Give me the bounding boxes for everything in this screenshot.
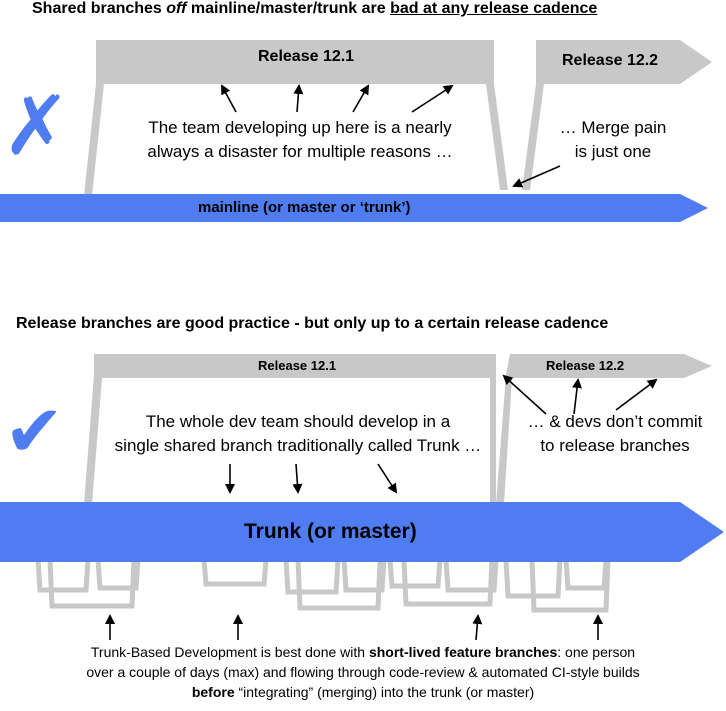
release-12-2-label-top: Release 12.2 <box>562 52 659 69</box>
top-callout-right-line-2: is just one <box>574 142 652 161</box>
top-callout-right-line-1: … Merge pain <box>559 118 667 137</box>
bottom-callout-right-line-1: … & devs don’t commit <box>527 412 703 431</box>
top-heading-underline: bad at any release cadence <box>390 0 598 17</box>
footer-line-2: over a couple of days (max) and flowing … <box>86 664 640 680</box>
top-heading-mid: mainline/master/trunk are <box>186 0 391 17</box>
footer-line-1-post: : one person <box>557 644 636 660</box>
top-heading: Shared branches off mainline/master/trun… <box>32 0 597 18</box>
release-12-2-branch-bottom <box>496 354 712 504</box>
bottom-callout-left-line-2: single shared branch traditionally calle… <box>114 436 482 455</box>
footer-line-1: Trunk-Based Development is best done wit… <box>0 642 726 662</box>
bottom-heading: Release branches are good practice - but… <box>16 315 609 332</box>
footer-line-3-post: “integrating” (merging) into the trunk (… <box>234 684 535 700</box>
top-callout-left-line-1: The team developing up here is a nearly <box>148 118 452 137</box>
footer-line-1-pre: Trunk-Based Development is best done wit… <box>90 644 369 660</box>
mainline-bar <box>0 194 708 222</box>
release-12-1-label-bottom: Release 12.1 <box>258 358 337 373</box>
bottom-callout-right-line-2: to release branches <box>540 436 690 455</box>
bottom-callout-left: The whole dev team should develop in a s… <box>92 410 504 458</box>
feature-branches <box>35 559 611 613</box>
trunk-label: Trunk (or master) <box>244 520 417 543</box>
cross-mark-icon: ✗ <box>2 81 71 172</box>
footer-line-3: before “integrating” (merging) into the … <box>0 682 726 702</box>
trunk-bar <box>0 502 724 562</box>
footer-text: Trunk-Based Development is best done wit… <box>0 642 726 702</box>
release-12-1-branch-top <box>84 40 508 196</box>
bottom-arrows <box>105 374 658 641</box>
release-12-2-label-bottom: Release 12.2 <box>546 358 625 373</box>
bottom-callout-right: … & devs don’t commit to release branche… <box>510 410 720 458</box>
top-heading-pre: Shared branches <box>32 0 167 17</box>
bottom-callout-left-line-1: The whole dev team should develop in a <box>145 412 451 431</box>
top-callout-left: The team developing up here is a nearly … <box>120 116 480 164</box>
top-arrows <box>221 84 561 188</box>
footer-line-3-bold: before <box>191 684 235 700</box>
top-callout-left-line-2: always a disaster for multiple reasons … <box>147 142 453 161</box>
top-heading-emphasis: off <box>166 0 187 17</box>
footer-line-1-bold: short-lived feature branches <box>368 644 558 660</box>
top-callout-right: … Merge pain is just one <box>540 116 686 164</box>
release-12-1-label-top: Release 12.1 <box>258 48 355 65</box>
mainline-label: mainline (or master or ‘trunk’) <box>198 199 411 216</box>
release-12-1-branch-bottom <box>84 354 496 504</box>
check-mark-icon: ✔ <box>4 392 65 472</box>
release-12-2-branch-top <box>522 40 712 190</box>
